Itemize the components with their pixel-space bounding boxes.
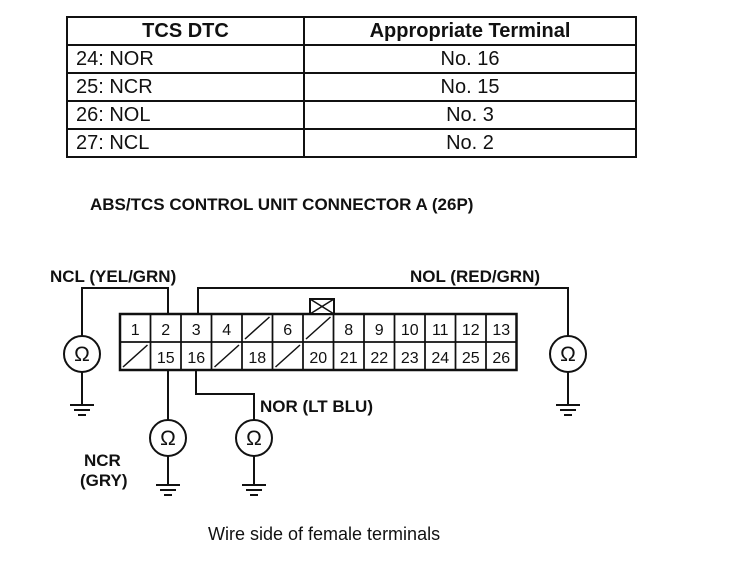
lock-tab-mark (309, 298, 335, 315)
pin-number: 4 (222, 322, 231, 339)
ohmmeter-icon (149, 419, 187, 457)
ncr-color-label: (GRY) (80, 471, 128, 490)
pin-number: 26 (492, 350, 510, 367)
ohmmeter-icon (235, 419, 273, 457)
pin-number: 12 (462, 322, 480, 339)
pin-number: 8 (344, 322, 353, 339)
terminal-cell: No. 3 (303, 100, 637, 130)
ground-icon (242, 484, 266, 496)
dtc-code-cell: 24: NOR (66, 44, 305, 74)
header-appropriate-terminal: Appropriate Terminal (303, 16, 637, 46)
pin-number: 23 (401, 350, 419, 367)
ground-icon (156, 484, 180, 496)
ohm-symbol: Ω (74, 343, 90, 366)
unused-pin-slash (244, 316, 271, 340)
unused-pin-slash (305, 316, 332, 340)
pin-cell (485, 341, 518, 371)
ncr-label: NCR (84, 451, 121, 470)
pin-number: 16 (187, 350, 205, 367)
dtc-code-cell: 25: NCR (66, 72, 305, 102)
ground-symbols (70, 404, 580, 496)
ohm-symbol: Ω (560, 343, 576, 366)
ohmmeter-nor: Ω (235, 419, 273, 457)
pin-number: 10 (401, 322, 419, 339)
table-row: 26: NOL No. 3 (66, 100, 637, 130)
connector-title: ABS/TCS CONTROL UNIT CONNECTOR A (26P) (90, 195, 473, 214)
ohm-symbol: Ω (160, 427, 176, 450)
pin-number: 18 (248, 350, 266, 367)
nol-label: NOL (RED/GRN) (410, 267, 540, 286)
unused-pin-slash (213, 344, 240, 368)
ohmmeter-ncr: Ω (149, 419, 187, 457)
ncl-wire (81, 287, 169, 336)
table-row: 24: NOR No. 16 (66, 44, 637, 74)
table-row: 25: NCR No. 15 (66, 72, 637, 102)
nol-wire (197, 287, 569, 336)
dtc-code-cell: 27: NCL (66, 128, 305, 158)
pin-number: 6 (283, 322, 292, 339)
nor-label: NOR (LT BLU) (260, 397, 373, 416)
dtc-code-cell: 26: NOL (66, 100, 305, 130)
ohmmeter-nol: Ω (549, 335, 587, 373)
pin-number: 15 (157, 350, 175, 367)
pin-number: 13 (492, 322, 510, 339)
pin-number: 21 (340, 350, 358, 367)
nor-wire (195, 370, 255, 420)
caption: Wire side of female terminals (208, 524, 440, 544)
ohm-symbol: Ω (246, 427, 262, 450)
pin-number: 2 (161, 322, 170, 339)
test-wires (81, 287, 569, 485)
pin-number: 20 (309, 350, 327, 367)
terminal-cell: No. 2 (303, 128, 637, 158)
terminal-cell: No. 16 (303, 44, 637, 74)
tcs-dtc-table: TCS DTC Appropriate Terminal 24: NOR No.… (66, 16, 637, 158)
pin-number: 25 (462, 350, 480, 367)
header-tcs-dtc: TCS DTC (66, 16, 305, 46)
ohmmeter-icon (549, 335, 587, 373)
ground-icon (556, 404, 580, 416)
pin-number: 24 (431, 350, 449, 367)
pin-number: 1 (131, 322, 140, 339)
table-row: 27: NCL No. 2 (66, 128, 637, 158)
pin-number: 22 (370, 350, 388, 367)
ohmmeter-icon (63, 335, 101, 373)
pin-number: 11 (432, 322, 449, 339)
ohmmeter-ncl: Ω (63, 335, 101, 373)
pin-number: 3 (192, 322, 201, 339)
pin-number: 9 (375, 322, 384, 339)
ground-icon (70, 404, 94, 416)
terminal-cell: No. 15 (303, 72, 637, 102)
table-header-row: TCS DTC Appropriate Terminal (66, 16, 637, 46)
unused-pin-slash (122, 344, 149, 368)
unused-pin-slash (274, 344, 301, 368)
ncl-label: NCL (YEL/GRN) (50, 267, 176, 286)
